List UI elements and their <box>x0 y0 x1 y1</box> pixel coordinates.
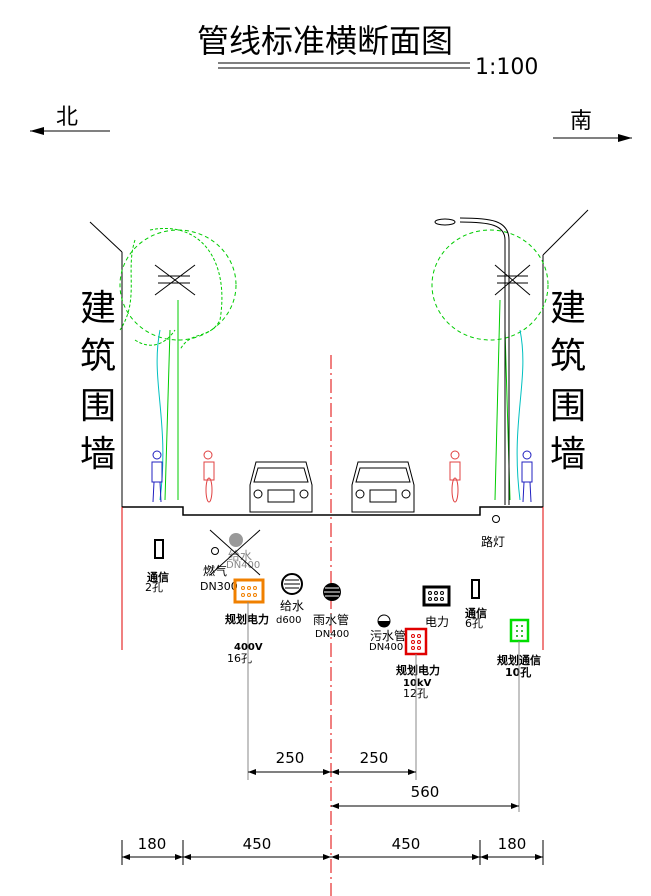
wall-right-label: 建 筑 围 墙 <box>550 288 586 475</box>
label: 污水管 <box>370 628 406 643</box>
label: 给水 <box>228 549 252 563</box>
label: 路灯 <box>481 534 505 549</box>
spec: 10孔 <box>505 666 531 679</box>
wall-char: 建 <box>550 288 586 329</box>
telecom-right: 通信 6孔 <box>465 579 487 630</box>
cyclist-right <box>449 450 461 503</box>
spec: 2孔 <box>145 581 163 594</box>
spec: DN400 <box>369 642 403 653</box>
north-label: 北 <box>56 105 78 130</box>
power-duct: 电力 <box>422 585 451 629</box>
label: 雨水管 <box>313 612 349 627</box>
drawing-title: 管线标准横断面图 <box>197 22 453 60</box>
pipe-icon <box>281 573 303 595</box>
gas-pipe-icon <box>211 547 219 555</box>
street-light-cable: 路灯 <box>481 515 505 549</box>
dimension-label: 560 <box>411 783 440 801</box>
water-supply-pipe: 给水 d600 <box>276 573 304 626</box>
spec: DN300 <box>200 580 238 593</box>
dimension-label: 180 <box>138 835 167 853</box>
spec: DN400 <box>315 629 349 640</box>
north-arrow-head <box>30 127 44 135</box>
wall-char: 筑 <box>80 336 116 377</box>
street-lamp <box>434 217 510 505</box>
dimension-label: 450 <box>243 835 272 853</box>
cable-icon <box>492 515 500 523</box>
label: 电力 <box>425 615 449 629</box>
label: 给水 <box>280 599 304 613</box>
dimension-label: 450 <box>392 835 421 853</box>
cross-out <box>209 529 261 576</box>
conduit-icon <box>509 618 530 643</box>
scale-label: 1:100 <box>475 55 538 80</box>
leader-lines <box>247 602 520 812</box>
wall-break-right <box>542 209 589 256</box>
car-right <box>351 461 415 513</box>
telecom-left: 通信 2孔 <box>145 539 169 594</box>
storm-pipe: 雨水管 DN400 <box>313 583 349 640</box>
wall-char: 墙 <box>550 434 586 475</box>
cyclist-left <box>203 450 215 503</box>
spec: d600 <box>276 615 301 626</box>
offset-dimensions <box>121 769 544 865</box>
spec: 6孔 <box>465 617 483 630</box>
wall-char: 建 <box>80 288 116 329</box>
wall-char: 筑 <box>550 336 586 377</box>
wall-char: 围 <box>550 386 586 427</box>
spec: 16孔 <box>227 652 252 665</box>
pipe-icon <box>229 533 243 547</box>
dimension-label: 180 <box>498 835 527 853</box>
dimension-label: 250 <box>276 749 305 767</box>
abandoned-water-pipe: 给水 DN400 <box>209 529 261 576</box>
label: 通信 <box>147 570 169 584</box>
wall-left-label: 建 筑 围 墙 <box>80 288 116 475</box>
sewer-pipe: 污水管 DN400 <box>369 614 406 653</box>
dimension-label: 250 <box>360 749 389 767</box>
spec: DN400 <box>226 560 260 571</box>
conduit-icon <box>422 585 451 607</box>
conduit-icon <box>154 539 164 559</box>
wall-char: 墙 <box>80 434 116 475</box>
conduit-icon <box>233 578 265 604</box>
wall-char: 围 <box>80 386 116 427</box>
tree-right <box>431 229 549 501</box>
voltage: 10kV <box>403 678 432 689</box>
pedestrian-left <box>151 450 163 503</box>
label: 规划电力 <box>396 663 440 677</box>
tree-left <box>119 228 237 501</box>
pedestrian-right <box>521 450 533 503</box>
car-left <box>249 461 313 513</box>
conduit-icon <box>404 627 428 656</box>
label: 通信 <box>465 606 487 620</box>
south-label: 南 <box>570 109 592 134</box>
wall-break-left <box>89 221 123 253</box>
south-arrow-head <box>618 134 632 142</box>
ground-line <box>122 506 543 516</box>
label: 规划电力 <box>225 612 269 626</box>
conduit-icon <box>471 579 480 599</box>
